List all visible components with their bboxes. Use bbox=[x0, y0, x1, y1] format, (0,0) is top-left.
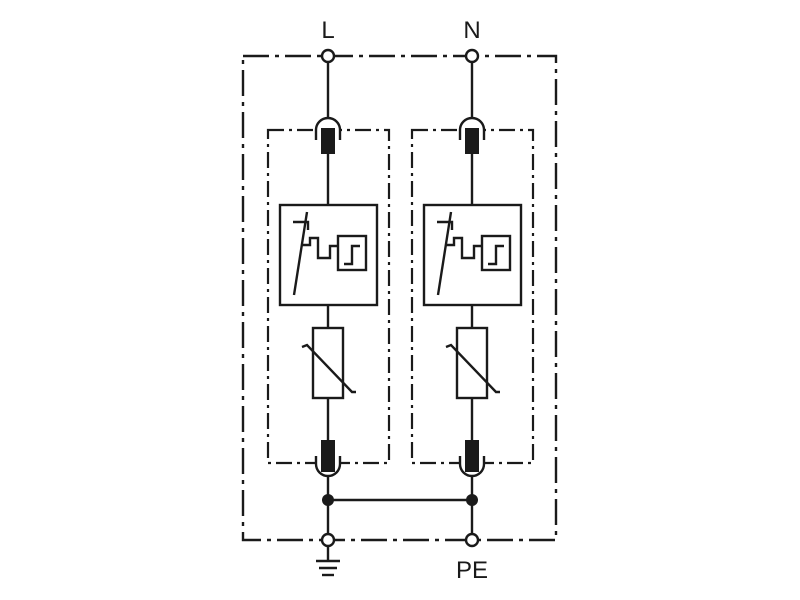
terminal-label-pe: PE bbox=[456, 557, 488, 584]
varistor-icon bbox=[445, 326, 500, 400]
terminal-ground bbox=[320, 532, 336, 548]
thermal-disconnector-icon bbox=[278, 203, 379, 307]
terminal-l bbox=[320, 48, 336, 64]
terminal-pe bbox=[464, 532, 480, 548]
plug-contact-top-n bbox=[458, 116, 486, 154]
thermal-disconnector-icon bbox=[422, 203, 523, 307]
terminal-label-l: L bbox=[321, 17, 334, 44]
junction-dot-n bbox=[466, 494, 478, 506]
junction-dot-l bbox=[322, 494, 334, 506]
module-l bbox=[266, 62, 391, 534]
outer-enclosure bbox=[241, 54, 558, 542]
module-n bbox=[410, 62, 535, 534]
ground-icon bbox=[316, 546, 340, 577]
terminal-label-n: N bbox=[463, 17, 480, 44]
terminal-n bbox=[464, 48, 480, 64]
plug-contact-top-l bbox=[314, 116, 342, 154]
varistor-icon bbox=[301, 326, 356, 400]
plug-contact-bottom-l bbox=[314, 440, 342, 478]
plug-contact-bottom-n bbox=[458, 440, 486, 478]
